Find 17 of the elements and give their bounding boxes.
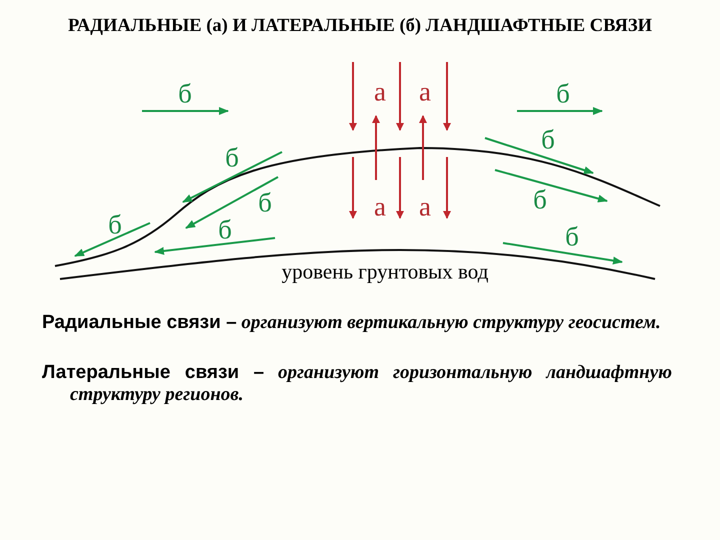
title: РАДИАЛЬНЫЕ (а) И ЛАТЕРАЛЬНЫЕ (б) ЛАНДШАФТНЫЕ СВЯЗИ (66, 16, 654, 37)
arrow-letter: а (374, 194, 386, 220)
arrow-letter: б (533, 186, 547, 214)
arrow-letter: б (556, 80, 570, 108)
arrow-letter: а (419, 194, 431, 220)
arrow-letter: б (225, 144, 239, 172)
arrow-letter: б (108, 212, 122, 238)
arrow-letter: б (541, 126, 555, 154)
paragraph: Латеральные связи – организуют горизонтальную ландшафтную структуру регионов. (42, 362, 672, 406)
arrow-letter: а (419, 78, 431, 106)
arrow-letter: б (258, 190, 272, 216)
caption-text: уровень грунтовых вод (282, 260, 488, 284)
arrow-letter: б (178, 80, 192, 108)
arrow-letter: б (565, 224, 579, 250)
paragraph: Радиальные связи – организуют вертикальную структуру геосистем. (42, 312, 662, 334)
arrow-letter: б (218, 216, 232, 244)
arrow-letter: а (374, 78, 386, 106)
